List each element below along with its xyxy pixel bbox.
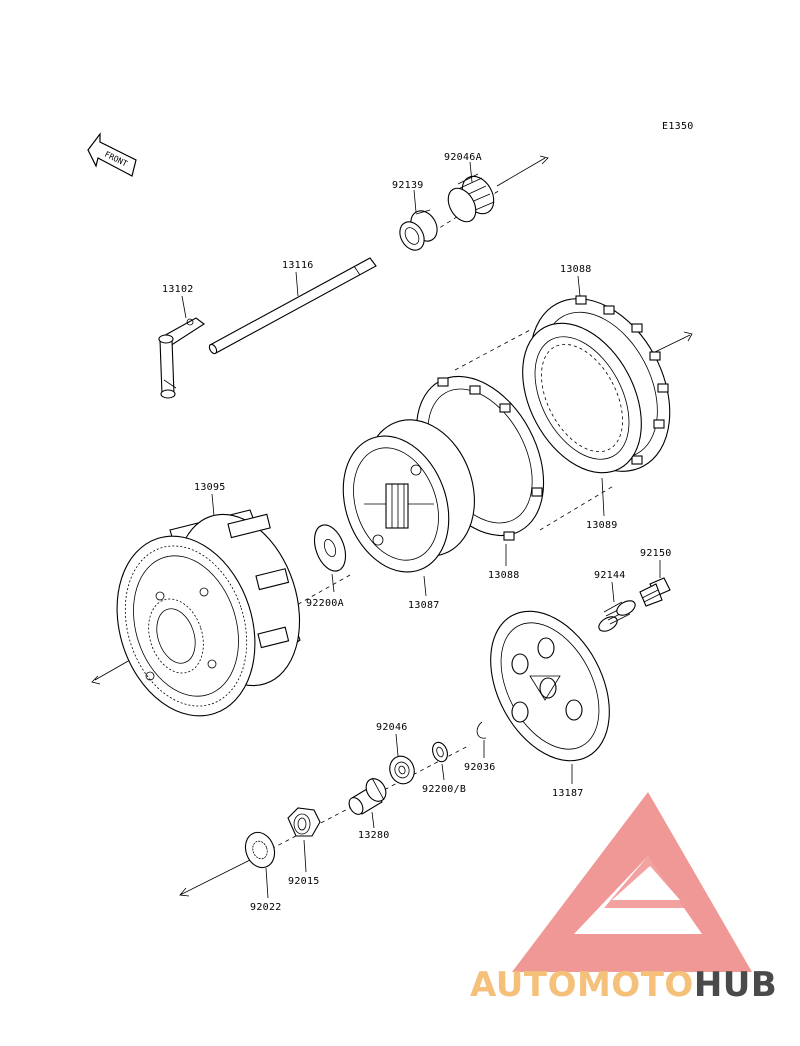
clutch-hub-13087 (342, 419, 475, 573)
axis-arrow-top (496, 155, 549, 187)
leader-13095 (211, 493, 215, 517)
label-13088-top: 13088 (560, 264, 592, 275)
leader-92046 (395, 733, 399, 757)
label-92015: 92015 (288, 876, 320, 887)
diagram-code: E1350 (662, 121, 694, 132)
label-13095: 13095 (194, 482, 226, 493)
clutch-housing-13095 (116, 509, 301, 717)
washer-92022 (244, 831, 276, 869)
needle-bearing-92046A (447, 173, 495, 223)
front-arrow-icon: FRONT (87, 132, 137, 177)
label-13102: 13102 (162, 284, 194, 295)
label-13088-bottom: 13088 (488, 570, 520, 581)
label-13089: 13089 (586, 520, 618, 531)
watermark-logo (512, 792, 752, 972)
bearing-92046 (389, 755, 415, 785)
axis-arrow-bottom (179, 859, 251, 897)
watermark-part2: HUB (694, 965, 777, 1005)
leader-13088-top (577, 275, 581, 297)
label-92022: 92022 (250, 902, 282, 913)
axis-line-upper (454, 329, 531, 371)
leader-92139 (413, 189, 417, 213)
watermark-part1: AUTOMOTO (470, 965, 694, 1005)
spring-92144 (598, 600, 636, 632)
label-92139: 92139 (392, 180, 424, 191)
leader-92200A (331, 573, 335, 593)
circlip-92036 (476, 721, 487, 739)
spacer-13280 (348, 777, 387, 815)
washer-92200B (432, 741, 448, 763)
label-92200A: 92200A (306, 598, 344, 609)
label-13116: 13116 (282, 260, 314, 271)
label-92200B: 92200/B (422, 784, 466, 795)
label-92046: 92046 (376, 722, 408, 733)
label-13280: 13280 (358, 830, 390, 841)
washer-92200A (313, 524, 347, 572)
leader-13102 (181, 295, 187, 319)
leader-92144 (611, 581, 615, 603)
nut-92015 (287, 807, 321, 837)
label-13087: 13087 (408, 600, 440, 611)
pressure-plate-13187 (490, 610, 610, 762)
label-92144: 92144 (594, 570, 626, 581)
label-92046A: 92046A (444, 152, 482, 163)
bolt-92150 (639, 577, 671, 607)
leader-92015 (303, 839, 307, 873)
watermark-text: AUTOMOTOHUB (470, 965, 777, 1005)
push-rod-13116 (208, 257, 377, 355)
leader-92200B (441, 763, 445, 781)
release-lever-13102 (158, 317, 205, 399)
collar-92139 (399, 209, 438, 251)
leader-13116 (295, 271, 299, 297)
axis-arrow-right (654, 331, 693, 353)
axis-line-bottom (249, 744, 471, 861)
leader-92022 (265, 867, 269, 899)
label-92036: 92036 (464, 762, 496, 773)
leader-13280 (371, 811, 375, 829)
leader-13087 (423, 575, 427, 597)
leader-92046A (469, 161, 473, 183)
axis-arrow-left (91, 659, 131, 685)
steel-plate-13089 (522, 322, 642, 474)
label-92150: 92150 (640, 548, 672, 559)
label-13187: 13187 (552, 788, 584, 799)
leader-13089 (601, 477, 605, 517)
